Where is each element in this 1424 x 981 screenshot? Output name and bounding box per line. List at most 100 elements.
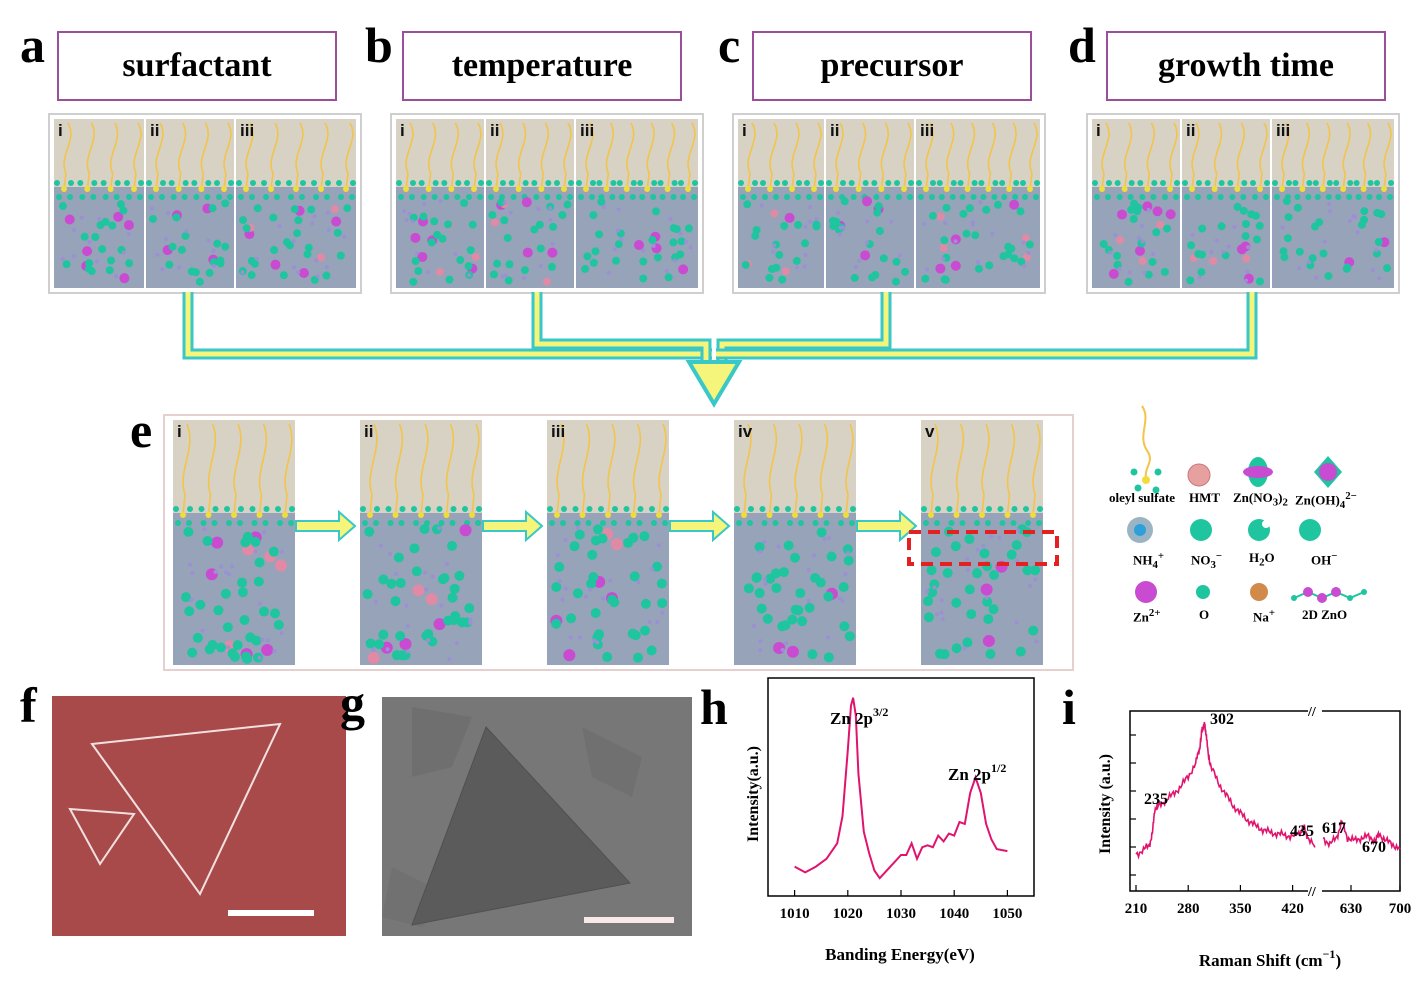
subpanel-a-ii: ii: [146, 119, 234, 288]
hmt-icon: [1187, 463, 1211, 487]
schematic-illustration: [54, 119, 144, 288]
sodium-icon: [1250, 583, 1268, 601]
panel-letter-a: a: [20, 17, 45, 73]
subpanel-d-ii: ii: [1182, 119, 1270, 288]
raman-y-axis-label: Intensity (a.u.): [1097, 754, 1114, 854]
schematic-group-a: i ii iii: [48, 113, 362, 294]
schematic-group-b: i ii iii: [390, 113, 704, 294]
legend-label-hydroxide: OH−: [1311, 550, 1338, 568]
raman-peak-302: 302: [1210, 711, 1234, 728]
schematic-illustration: [173, 420, 295, 665]
water-icon: [1248, 519, 1270, 541]
oleyl-sulfate-icon: [1130, 405, 1162, 494]
schematic-illustration: [738, 119, 824, 288]
xps-peak-label-3-2: Zn 2p3/2: [830, 705, 888, 728]
subpanel-e-ii: ii: [360, 420, 482, 665]
raman-x-tick-label: 210: [1125, 901, 1148, 917]
xps-x-axis-label: Banding Energy(eV): [825, 945, 975, 964]
legend-label-sodium: Na+: [1253, 607, 1276, 625]
raman-peak-617: 617: [1322, 820, 1346, 837]
merge-arrow-head: [685, 360, 743, 408]
schematic-illustration: [1182, 119, 1270, 288]
legend-label-oleyl-sulfate: oleyl sulfate: [1109, 490, 1176, 505]
raman-x-tick-label: 280: [1177, 901, 1200, 917]
panel-letter-i: i: [1062, 679, 1076, 735]
raman-x-axis-label: Raman Shift (cm−1): [1199, 947, 1341, 970]
xps-series-line: [794, 697, 1008, 880]
subpanel-d-iii: iii: [1272, 119, 1394, 288]
zincate-icon: [1314, 456, 1342, 488]
schematic-illustration: [547, 420, 669, 665]
xps-y-axis-label: Intensity(a.u.): [745, 746, 762, 842]
raman-peak-435: 435: [1290, 823, 1314, 840]
schematic-illustration: [1272, 119, 1394, 288]
subpanel-e-iv: iv: [734, 420, 856, 665]
title-growth-time: growth time: [1106, 31, 1386, 101]
legend-label-ammonium: NH4+: [1133, 550, 1165, 571]
title-precursor: precursor: [752, 31, 1032, 101]
schematic-illustration: [826, 119, 914, 288]
schematic-illustration: [921, 420, 1043, 665]
schematic-group-e: i ii iii iv v: [163, 414, 1074, 671]
schematic-illustration: [916, 119, 1040, 288]
panel-letter-c: c: [718, 17, 741, 73]
hydroxide-icon: [1299, 519, 1321, 541]
subpanel-b-iii: iii: [576, 119, 698, 288]
zno-triangle-flake: [411, 726, 631, 926]
legend-label-oxygen: O: [1199, 607, 1210, 622]
merge-arrows: [182, 292, 1258, 408]
subpanel-e-iii: iii: [547, 420, 669, 665]
subpanel-c-i: i: [738, 119, 824, 288]
legend-label-zinc-ion: Zn2+: [1133, 607, 1161, 625]
subpanel-a-i: i: [54, 119, 144, 288]
xps-peak-label-1-2: Zn 2p1/2: [948, 761, 1006, 784]
subpanel-e-v: v: [921, 420, 1043, 665]
sem-image-g: [382, 697, 692, 936]
subpanel-e-i: i: [173, 420, 295, 665]
zn-nitrate-icon: [1243, 457, 1273, 487]
legend-icons: [1127, 405, 1367, 603]
oxygen-icon: [1196, 585, 1210, 599]
xps-x-tick-label: 1010: [780, 906, 810, 922]
nitrate-icon: [1190, 519, 1212, 541]
merge-arrow-paths: [182, 292, 1258, 362]
large-triangle-outline: [90, 722, 282, 896]
subpanel-d-i: i: [1092, 119, 1180, 288]
panel-letter-f: f: [20, 677, 37, 733]
process-arrows-e: [295, 509, 1059, 566]
legend-label-nitrate: NO3−: [1191, 550, 1223, 571]
scale-bar: [228, 910, 314, 916]
subpanel-c-iii: iii: [916, 119, 1040, 288]
panel-letter-d: d: [1068, 17, 1096, 73]
optical-image-f: [52, 696, 346, 936]
raman-x-tick-label: 700: [1389, 901, 1412, 917]
panel-letter-b: b: [365, 17, 393, 73]
raman-peak-235: 235: [1144, 791, 1168, 808]
schematic-illustration: [734, 420, 856, 665]
legend-label-hmt: HMT: [1189, 490, 1221, 505]
subpanel-a-iii: iii: [236, 119, 356, 288]
raman-axis-break-top: //: [1307, 705, 1317, 720]
raman-series-line-segment-1: [1135, 721, 1316, 860]
zinc-ion-icon: [1135, 581, 1157, 603]
scale-bar: [584, 917, 674, 923]
schematic-illustration: [236, 119, 356, 288]
schematic-illustration: [396, 119, 484, 288]
subpanel-b-i: i: [396, 119, 484, 288]
legend-label-zn-nitrate: Zn(NO3)2: [1233, 490, 1288, 509]
small-triangle-outline: [68, 807, 136, 866]
raman-x-tick-label: 350: [1229, 901, 1252, 917]
zno-2d-icon: [1291, 587, 1367, 603]
xps-x-tick-label: 1050: [992, 906, 1022, 922]
process-arrow: [295, 509, 918, 543]
panel-letter-e: e: [130, 402, 153, 458]
zno-highlight-box: [907, 530, 1059, 566]
xps-x-tick-label: 1030: [886, 906, 916, 922]
raman-x-tick-label: 420: [1281, 901, 1304, 917]
raman-plot-frame: [1129, 710, 1401, 892]
raman-x-tick-label: 630: [1340, 901, 1363, 917]
subpanel-c-ii: ii: [826, 119, 914, 288]
